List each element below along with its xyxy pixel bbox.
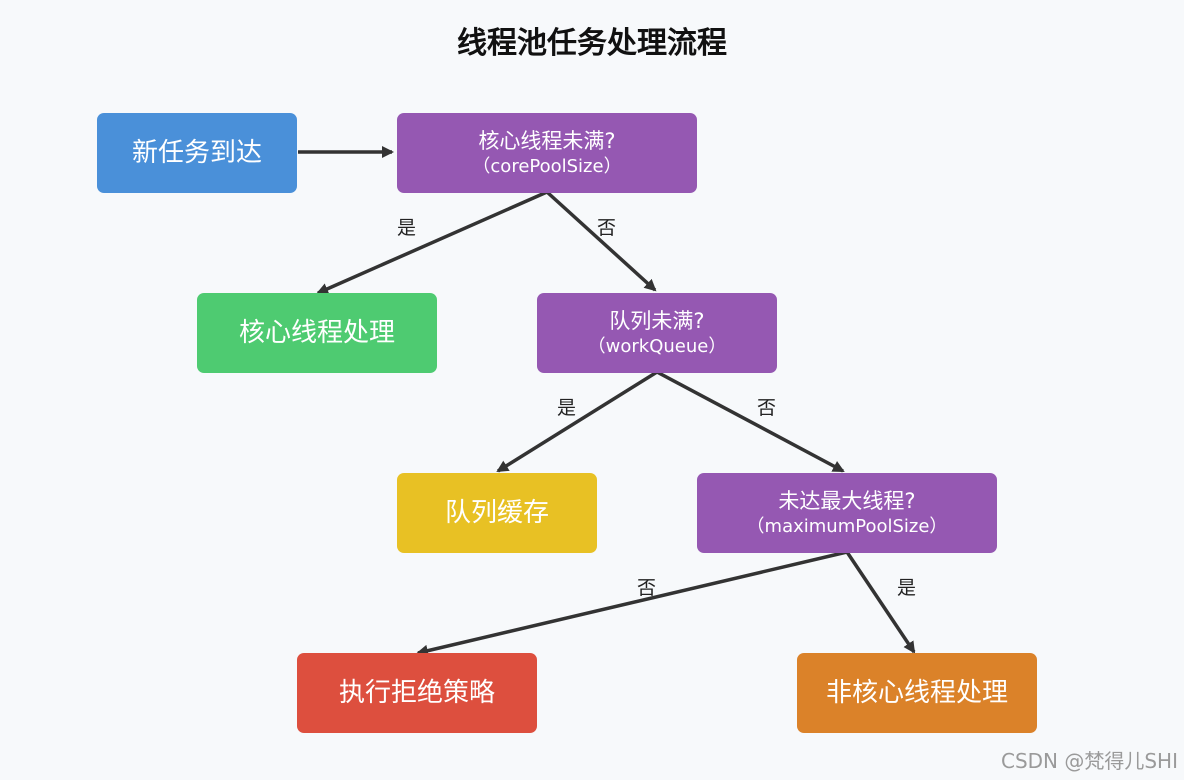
node-max-thread-check-sub: （maximumPoolSize） [746, 516, 948, 537]
edge-queue-check-to-queue-cache [496, 370, 658, 473]
edge-label-max-yes: 是 [897, 577, 917, 599]
node-new-task-arrives-label: 新任务到达 [131, 138, 262, 168]
watermark: CSDN @梵得儿SHI [1000, 749, 1178, 773]
diagram-title: 线程池任务处理流程 [457, 26, 727, 61]
node-core-thread-check-sub: （corePoolSize） [472, 156, 622, 177]
node-noncore-thread-process: 非核心线程处理 [797, 653, 1037, 733]
node-new-task-arrives: 新任务到达 [97, 113, 297, 193]
node-queue-cache-label: 队列缓存 [444, 498, 549, 528]
node-core-thread-check: 核心线程未满? （corePoolSize） [397, 113, 697, 193]
node-reject-policy: 执行拒绝策略 [297, 653, 537, 733]
edge-label-max-no: 否 [637, 577, 657, 599]
node-core-thread-check-label: 核心线程未满? [478, 129, 616, 153]
edge-label-core-yes: 是 [397, 217, 417, 239]
edge-label-queue-no: 否 [757, 397, 777, 419]
edge-label-queue-yes: 是 [557, 397, 577, 419]
node-noncore-thread-process-label: 非核心线程处理 [825, 678, 1008, 708]
node-max-thread-check: 未达最大线程? （maximumPoolSize） [697, 473, 997, 553]
edge-max-check-to-reject [416, 550, 848, 657]
node-max-thread-check-label: 未达最大线程? [778, 489, 916, 513]
node-core-thread-process: 核心线程处理 [197, 293, 437, 373]
edge-core-check-to-queue-check [545, 190, 657, 292]
node-queue-check-sub: （workQueue） [587, 336, 727, 357]
edge-queue-check-to-max-check [656, 370, 845, 473]
node-core-thread-process-label: 核心线程处理 [238, 318, 395, 348]
node-queue-check-label: 队列未满? [609, 309, 705, 333]
edge-max-check-to-noncore [845, 551, 916, 654]
node-reject-policy-label: 执行拒绝策略 [338, 678, 495, 708]
edge-core-check-to-core-process [316, 190, 548, 295]
node-queue-check: 队列未满? （workQueue） [537, 293, 777, 373]
edge-label-core-no: 否 [597, 217, 617, 239]
node-queue-cache: 队列缓存 [397, 473, 597, 553]
